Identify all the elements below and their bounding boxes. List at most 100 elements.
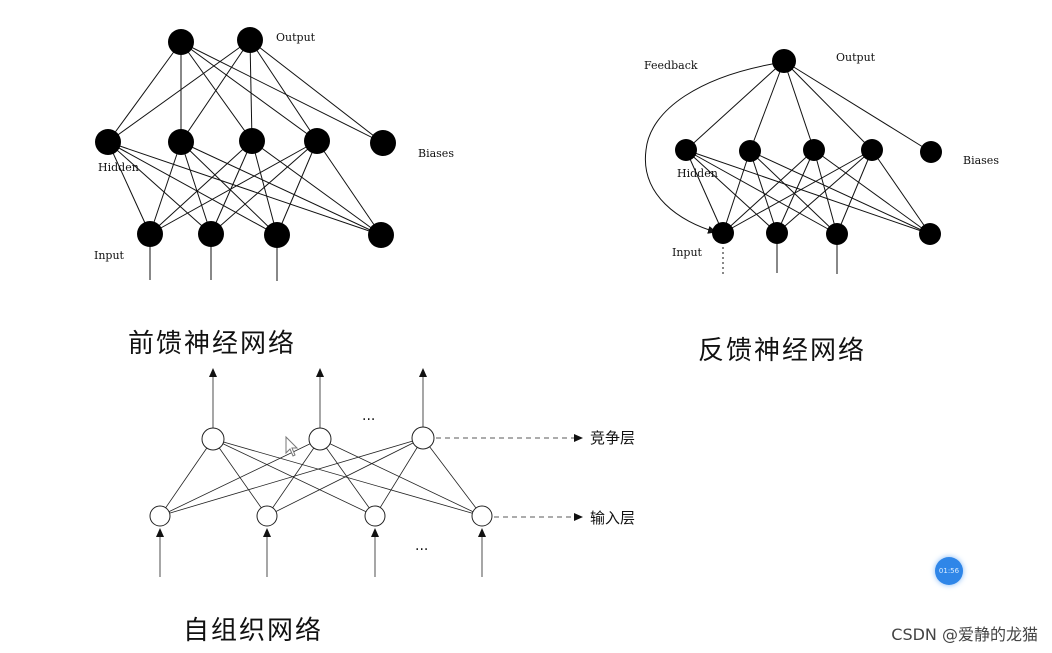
fb-edge	[776, 149, 815, 234]
fb-hidden-node	[739, 140, 761, 162]
fb-edge	[685, 60, 785, 151]
fb-edge	[783, 60, 932, 153]
fb-edge	[685, 149, 778, 234]
ff-edge	[180, 39, 251, 143]
self-organizing-caption: 自组织网络	[183, 616, 324, 646]
watermark: CSDN @爱静的龙猫	[891, 625, 1038, 644]
ff-bias-node	[368, 222, 394, 248]
fb-edge	[813, 149, 931, 235]
fb-biases-label: Biases	[963, 154, 999, 167]
feedback-loop-arrow	[644, 61, 785, 234]
feedback-caption: 反馈神经网络	[698, 336, 867, 366]
ff-hidden-node	[304, 128, 330, 154]
so-edge	[319, 438, 376, 517]
so-edge	[159, 438, 321, 517]
fb-output-label: Output	[836, 51, 876, 64]
so-edge	[266, 437, 424, 517]
ff-hidden-label: Hidden	[98, 161, 139, 174]
ff-biases-label: Biases	[418, 147, 454, 160]
ff-edge	[107, 41, 182, 143]
feedforward-network	[107, 39, 384, 281]
ff-edge	[251, 140, 382, 236]
so-edge	[319, 438, 483, 517]
ff-edge	[210, 140, 253, 235]
ff-edge	[180, 141, 382, 236]
fb-edge	[685, 149, 724, 234]
fb-input-label: Input	[672, 246, 703, 259]
ff-input-node	[137, 221, 163, 247]
ff-edge	[249, 39, 253, 142]
ff-edge	[180, 41, 253, 142]
fb-edge	[813, 149, 838, 235]
fb-edge	[871, 149, 931, 235]
ff-bias-node	[370, 130, 396, 156]
fb-edge	[783, 60, 873, 151]
input-node	[471, 505, 493, 527]
mouse-cursor-icon	[285, 435, 299, 457]
fb-bias-node	[920, 141, 942, 163]
so-edge	[374, 437, 424, 517]
ff-output-node	[168, 29, 194, 55]
ff-edge	[107, 141, 212, 235]
fb-edge	[836, 149, 873, 235]
ff-hidden-node	[95, 129, 121, 155]
ff-input-node	[264, 222, 290, 248]
ff-edge	[180, 41, 318, 142]
ff-edge	[107, 141, 151, 235]
fb-edge	[685, 149, 931, 235]
ff-edge	[316, 140, 382, 236]
ellipsis-bottom: ...	[415, 538, 428, 554]
ff-hidden-node	[168, 129, 194, 155]
ff-edge	[251, 140, 278, 236]
ff-edge	[180, 141, 278, 236]
ff-edge	[107, 39, 251, 143]
ff-edge	[107, 141, 382, 236]
fb-output-node	[772, 49, 796, 73]
fb-hidden-node	[675, 139, 697, 161]
ff-edge	[149, 140, 318, 235]
ff-input-label: Input	[94, 249, 125, 262]
self-organizing-network	[156, 368, 583, 577]
fb-hidden-node	[861, 139, 883, 161]
competitive-node	[308, 427, 332, 451]
fb-bias-node	[919, 223, 941, 245]
fb-hidden-node	[803, 139, 825, 161]
video-timestamp-badge[interactable]: 01:56	[935, 557, 963, 585]
fb-edge	[783, 60, 815, 151]
ff-output-node	[237, 27, 263, 53]
ff-output-label: Output	[276, 31, 316, 44]
feedforward-caption: 前馈神经网络	[128, 329, 297, 359]
ff-edge	[149, 141, 182, 235]
ff-edge	[249, 39, 384, 144]
input-node	[149, 505, 171, 527]
input-node	[364, 505, 386, 527]
feedback-network	[644, 60, 932, 275]
fb-edge	[722, 149, 873, 234]
fb-feedback-label: Feedback	[644, 59, 698, 72]
ff-edge	[249, 39, 318, 142]
fb-edge	[776, 149, 873, 234]
fb-edge	[749, 150, 838, 235]
fb-input-node	[766, 222, 788, 244]
ff-edge	[180, 141, 212, 235]
ff-edge	[276, 140, 318, 236]
fb-edge	[749, 60, 785, 152]
ff-edge	[180, 41, 384, 144]
ff-edge	[210, 140, 318, 235]
so-edge	[212, 438, 376, 517]
fb-input-node	[712, 222, 734, 244]
so-edge	[266, 438, 321, 517]
input-node	[256, 505, 278, 527]
so-edge	[422, 437, 483, 517]
fb-input-node	[826, 223, 848, 245]
competitive-node	[201, 427, 225, 451]
ff-input-node	[198, 221, 224, 247]
fb-hidden-label: Hidden	[677, 167, 718, 180]
competitive-layer-label: 竞争层	[590, 429, 635, 447]
ff-hidden-node	[239, 128, 265, 154]
competitive-node	[411, 426, 435, 450]
fb-edge	[685, 149, 838, 235]
fb-edge	[722, 150, 751, 234]
ellipsis-top: ...	[362, 408, 375, 424]
